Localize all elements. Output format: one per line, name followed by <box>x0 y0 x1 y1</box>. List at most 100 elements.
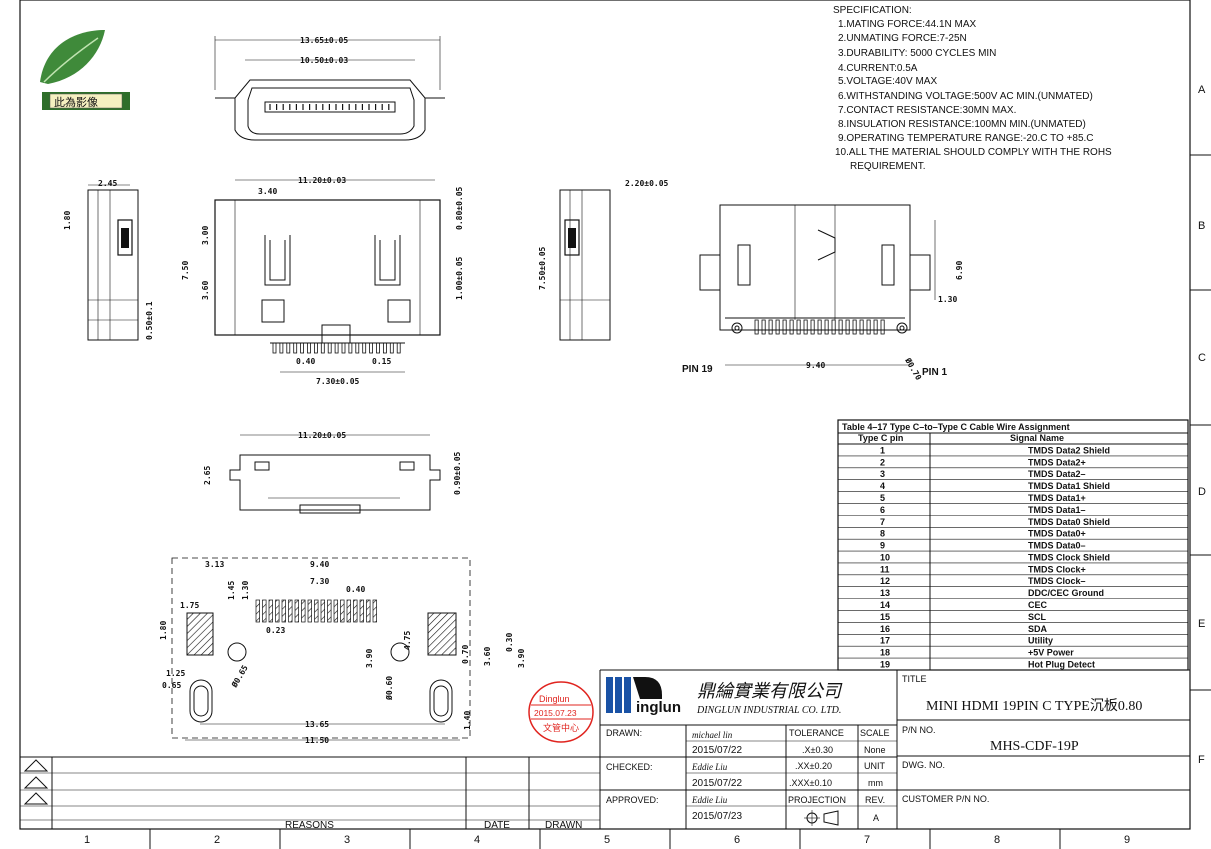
row-label-e: E <box>1198 618 1205 630</box>
image-badge-text: 此為影像 <box>54 95 98 109</box>
rev-label: REV. <box>865 795 885 805</box>
pcb-pad <box>320 599 325 623</box>
dim-front-0-40: 0.40 <box>296 357 315 366</box>
solder-pin <box>293 342 298 354</box>
row-label-b: B <box>1198 220 1205 232</box>
solder-pin <box>396 342 401 354</box>
pcb-pad <box>314 599 319 623</box>
revision-block: REASONS DATE DRAWN <box>20 756 600 831</box>
front-view: 11.20±0.03 3.40 7.50 3.00 3.60 0.80±0.05… <box>181 176 464 386</box>
rear-pin <box>817 319 822 335</box>
pin-table-signal-name: TMDS Clock+ <box>1028 564 1086 574</box>
spec-line-2: 2.UNMATING FORCE:7-25N <box>838 33 967 44</box>
company-logo: inglun <box>606 677 681 716</box>
pcb-layout-view: 3.13 9.40 1.45 1.30 7.30 0.40 1.75 0.23 … <box>159 557 526 745</box>
checked-name: Eddie Liu <box>691 762 728 772</box>
solder-pin <box>327 342 332 354</box>
unit-label: UNIT <box>864 761 885 771</box>
scale-label: SCALE <box>860 728 890 738</box>
pcb-pad <box>288 599 293 623</box>
pin-table-pin-number: 15 <box>880 612 890 622</box>
pin-table-pin-number: 1 <box>880 445 885 455</box>
pcb-pad <box>366 599 371 623</box>
pcb-pad-row <box>255 599 377 623</box>
dim-bottom-0-90: 0.90±0.05 <box>453 451 462 495</box>
revision-drawn-header: DRAWN <box>545 820 582 831</box>
dim-pcb-1-45: 1.45 <box>227 581 236 600</box>
pin-table-pin-number: 14 <box>880 600 890 610</box>
pin-table-signal-name: +5V Power <box>1028 648 1074 658</box>
revision-reasons-header: REASONS <box>285 820 334 831</box>
pin-table-header-signal: Signal Name <box>1010 433 1064 443</box>
solder-pin <box>355 342 360 354</box>
pin-table-signal-name: TMDS Clock– <box>1028 576 1086 586</box>
dim-front-3-60: 3.60 <box>201 281 210 300</box>
rear-pin <box>838 319 843 335</box>
drawn-name: michael lin <box>692 730 733 740</box>
col-label-9: 9 <box>1124 834 1130 846</box>
pin-table-signal-name: SDA <box>1028 624 1048 634</box>
solder-pin <box>279 342 284 354</box>
solder-pin <box>320 342 325 354</box>
dim-pcb-7-30: 7.30 <box>310 577 329 586</box>
checked-label: CHECKED: <box>606 762 653 772</box>
stamp-line-2: 2015.07.23 <box>534 708 577 718</box>
dim-bottom-11-20: 11.20±0.05 <box>298 431 346 440</box>
top-view-contact-row <box>269 104 390 110</box>
specification-block: SPECIFICATION: 1.MATING FORCE:44.1N MAX … <box>833 5 1112 172</box>
tolerance-3: .XXX±0.10 <box>789 778 832 788</box>
drawn-label: DRAWN: <box>606 728 642 738</box>
unit-value: mm <box>868 778 883 788</box>
dim-front-1-00: 1.00±0.05 <box>455 256 464 300</box>
spec-line-11: REQUIREMENT. <box>850 161 926 172</box>
pin-table-pin-number: 5 <box>880 493 885 503</box>
checked-date: 2015/07/22 <box>692 778 742 789</box>
solder-pin <box>341 342 346 354</box>
dim-pcb-3-60: 3.60 <box>483 647 492 666</box>
rear-pin <box>768 319 773 335</box>
pin-table-signal-name: CEC <box>1028 600 1048 610</box>
spec-line-8: 8.INSULATION RESISTANCE:100MN MIN.(UNMAT… <box>838 119 1086 130</box>
document-control-stamp: Dinglun 2015.07.23 文管中心 <box>528 681 594 743</box>
row-label-d: D <box>1198 486 1206 498</box>
dwg-label: DWG. NO. <box>902 760 945 770</box>
stamp-line-3: 文管中心 <box>543 722 579 733</box>
rear-view-pin-row <box>754 319 885 335</box>
top-view-mating-face: 13.65±0.05 10.50±0.03 <box>214 36 445 141</box>
pcb-pad <box>255 599 260 623</box>
stamp-line-1: Dinglun <box>539 694 570 704</box>
dim-top-outer-width: 13.65±0.05 <box>300 36 348 45</box>
pin-table-pin-number: 16 <box>880 624 890 634</box>
pin-table-signal-name: TMDS Data1 Shield <box>1028 481 1110 491</box>
dim-pcb-r0-60: Ø0.60 <box>384 676 394 701</box>
front-view-pin-row <box>272 342 401 354</box>
pin-table-pin-number: 3 <box>880 469 885 479</box>
rear-pin <box>824 319 829 335</box>
rear-pin <box>803 319 808 335</box>
dim-pcb-13-65: 13.65 <box>305 720 329 729</box>
scale-value: None <box>864 745 886 755</box>
dim-pcb-3-90b: 3.90 <box>517 649 526 668</box>
pin-table-signal-name: TMDS Data2 Shield <box>1028 445 1110 455</box>
dim-pcb-3-13: 3.13 <box>205 560 224 569</box>
pin-table-pin-number: 2 <box>880 457 885 467</box>
dim-rside-7-50: 7.50±0.05 <box>538 246 547 290</box>
solder-pin <box>307 342 311 354</box>
row-markers: A B C D E F <box>1190 84 1211 766</box>
spec-line-4: 4.CURRENT:0.5A <box>838 63 918 74</box>
spec-line-5: 5.VOLTAGE:40V MAX <box>838 76 937 87</box>
pcb-pad <box>281 599 286 623</box>
pin-table-signal-name: TMDS Data2+ <box>1028 457 1086 467</box>
pin-table-pin-number: 10 <box>880 552 890 562</box>
dim-side-1-80: 1.80 <box>63 211 72 230</box>
rear-pin <box>880 319 885 335</box>
rear-pin <box>845 319 850 335</box>
dim-front-3-00: 3.00 <box>201 226 210 245</box>
rear-pin <box>775 319 780 335</box>
pin-table-signal-name: TMDS Data0+ <box>1028 529 1086 539</box>
sheet-border <box>19 0 1191 830</box>
rear-pin <box>796 319 801 335</box>
spec-line-10: 10.ALL THE MATERIAL SHOULD COMPLY WITH T… <box>835 147 1112 158</box>
pin-table-pin-number: 11 <box>880 564 890 574</box>
pcb-pad <box>262 599 267 623</box>
